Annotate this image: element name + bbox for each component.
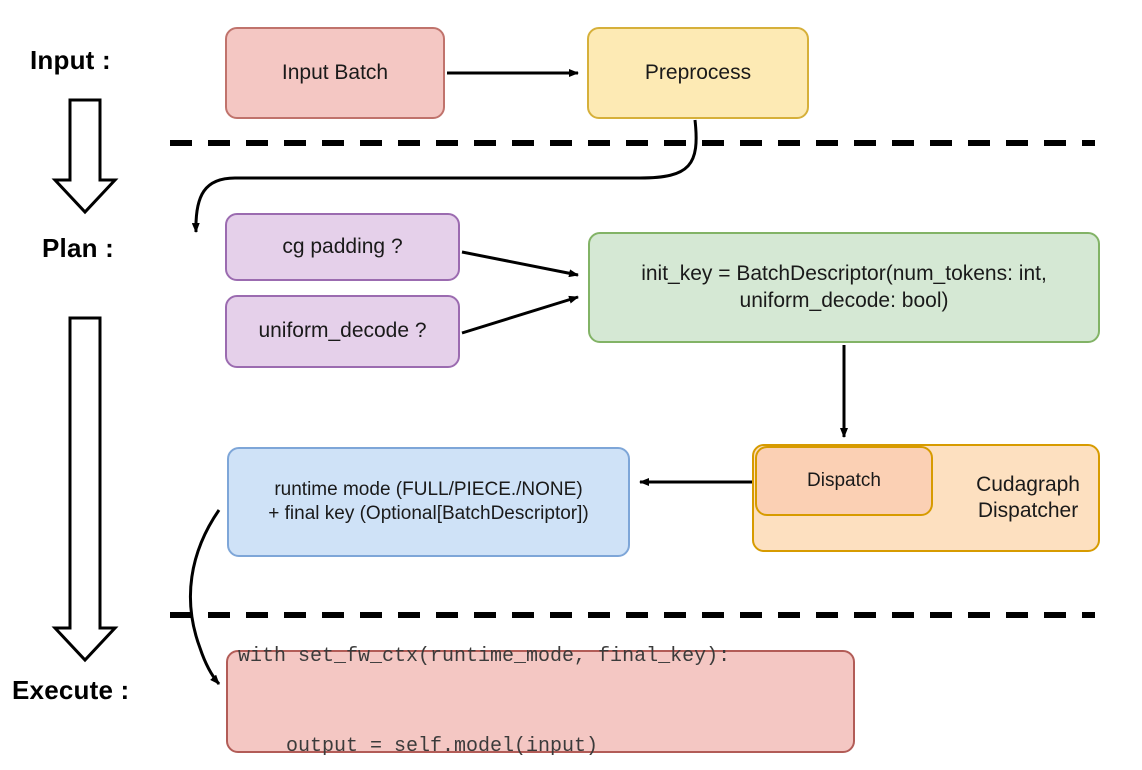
- node-init-key-line1: init_key = BatchDescriptor(num_tokens: i…: [641, 262, 1047, 286]
- arrow-runtime-mode-to-execute: [188, 509, 221, 685]
- stage-label-execute: Execute :: [12, 675, 130, 705]
- node-input-batch: Input Batch: [225, 27, 445, 119]
- node-cg-padding-label: cg padding ?: [282, 234, 403, 258]
- stage-label-plan: Plan :: [42, 233, 114, 263]
- node-runtime-mode: runtime mode (FULL/PIECE./NONE) + final …: [227, 447, 630, 557]
- node-runtime-mode-line2: + final key (Optional[BatchDescriptor]): [268, 503, 589, 524]
- node-preprocess: Preprocess: [587, 27, 809, 119]
- stage-label-input: Input :: [30, 45, 111, 75]
- arrow-uniform-decode-to-init-key: [461, 295, 579, 335]
- node-preprocess-label: Preprocess: [644, 60, 752, 84]
- node-dispatch-label: Dispatch: [807, 470, 881, 492]
- node-input-batch-label: Input Batch: [281, 60, 389, 84]
- node-cudagraph-dispatcher-line1: Cudagraph: [976, 472, 1080, 496]
- node-cg-padding: cg padding ?: [225, 213, 460, 281]
- node-runtime-mode-line1: runtime mode (FULL/PIECE./NONE): [274, 479, 583, 501]
- node-execute-code: with set_fw_ctx(runtime_mode, final_key)…: [226, 645, 855, 758]
- node-uniform-decode: uniform_decode ?: [225, 295, 460, 368]
- node-execute-code-line2: output = self.model(input): [238, 734, 599, 758]
- block-arrow-plan-to-execute: [51, 316, 119, 663]
- node-dispatch: Dispatch: [755, 446, 933, 516]
- node-cudagraph-dispatcher-line2: Dispatcher: [977, 499, 1079, 522]
- node-init-key: init_key = BatchDescriptor(num_tokens: i…: [588, 232, 1100, 343]
- node-execute-code-line1: with set_fw_ctx(runtime_mode, final_key)…: [238, 644, 731, 668]
- block-arrow-input-to-plan: [51, 98, 119, 215]
- node-init-key-line2: uniform_decode: bool): [739, 288, 949, 312]
- node-uniform-decode-label: uniform_decode ?: [258, 319, 427, 343]
- arrow-cg-padding-to-init-key: [461, 250, 579, 278]
